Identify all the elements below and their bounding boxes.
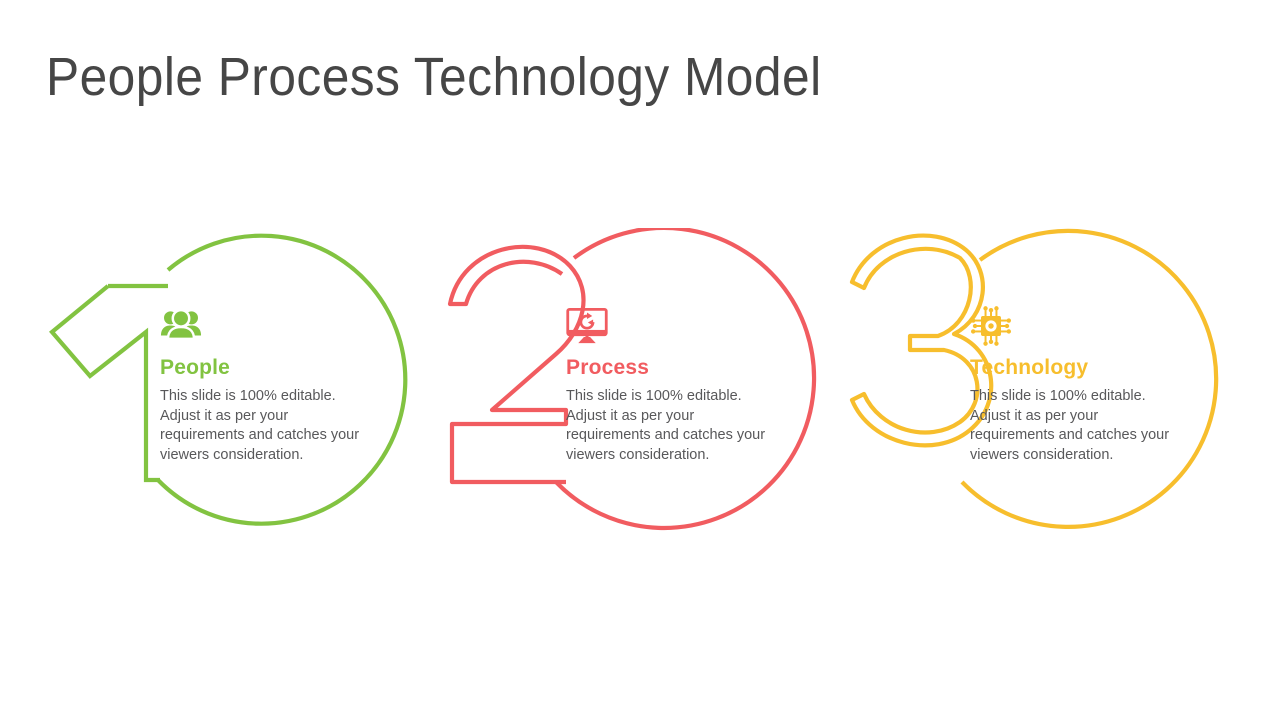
people-group-icon bbox=[160, 308, 202, 341]
microchip-icon bbox=[971, 306, 1011, 346]
heading-process: Process bbox=[566, 356, 650, 379]
numeral-circle-graphic-3 bbox=[849, 228, 1219, 529]
body-text-technology: This slide is 100% editable. Adjust it a… bbox=[970, 388, 1170, 463]
numeral-circle-graphic-2 bbox=[447, 228, 817, 531]
heading-technology: Technology bbox=[970, 356, 1089, 379]
info-block-technology[interactable]: Technology This slide is 100% editable. … bbox=[848, 228, 1258, 548]
circle-outline-2 bbox=[554, 228, 817, 531]
body-text-people: This slide is 100% editable. Adjust it a… bbox=[160, 388, 360, 463]
numeral-1-outline bbox=[49, 284, 160, 483]
body-text-process: This slide is 100% editable. Adjust it a… bbox=[566, 388, 766, 463]
info-block-process[interactable]: Process This slide is 100% editable. Adj… bbox=[444, 228, 854, 548]
circle-outline-3 bbox=[960, 228, 1219, 529]
monitor-refresh-icon bbox=[566, 307, 608, 344]
text-content-process: Process This slide is 100% editable. Adj… bbox=[566, 306, 778, 465]
info-block-people[interactable]: People This slide is 100% editable. Adju… bbox=[38, 228, 448, 548]
circle-outline-1 bbox=[156, 233, 408, 526]
heading-people: People bbox=[160, 356, 231, 379]
numeral-3-outline bbox=[849, 233, 994, 448]
text-content-people: People This slide is 100% editable. Adju… bbox=[160, 306, 372, 465]
numeral-2-outline bbox=[447, 244, 586, 485]
page-title: People Process Technology Model bbox=[46, 47, 822, 107]
numeral-circle-graphic-1 bbox=[49, 233, 408, 526]
text-content-technology: Technology This slide is 100% editable. … bbox=[970, 306, 1182, 465]
